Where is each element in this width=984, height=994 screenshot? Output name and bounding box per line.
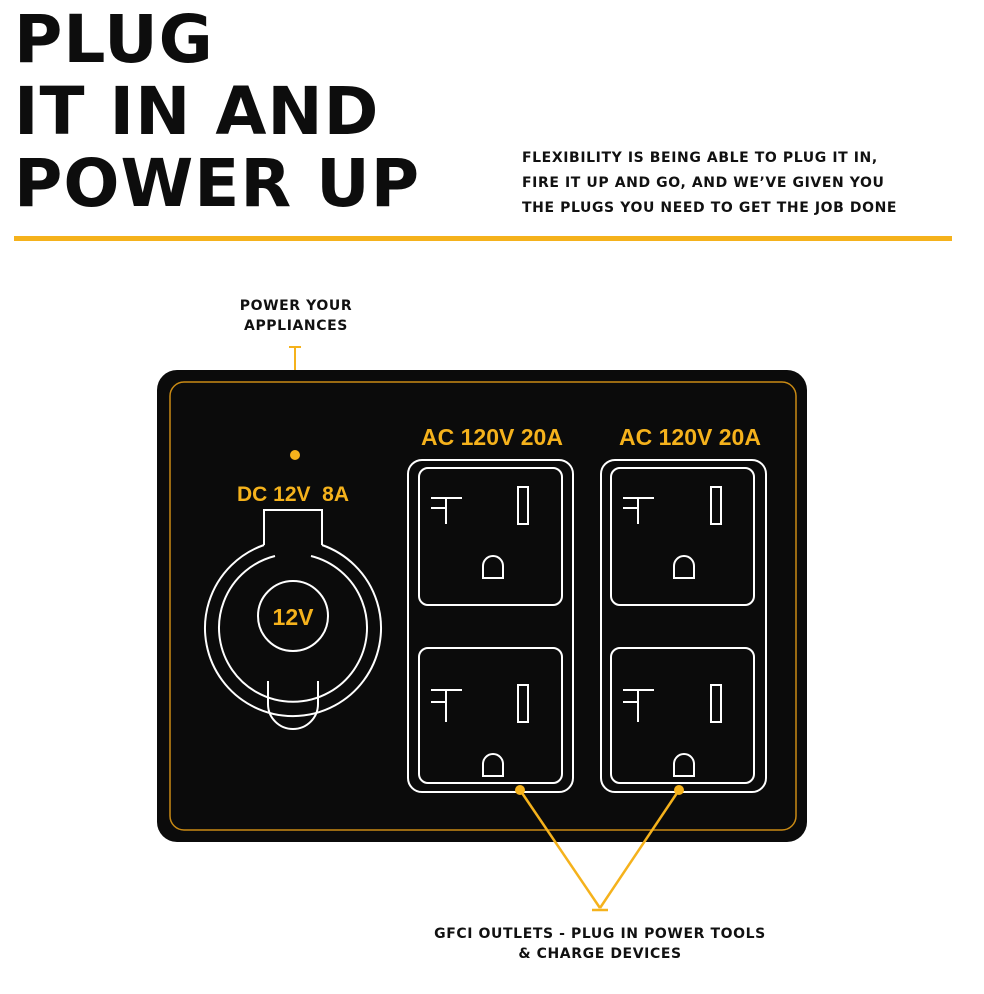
gfci-leader-dot-left	[515, 785, 525, 795]
headline-line-3: POWER UP	[14, 145, 421, 222]
ac-outlet-icon	[610, 647, 755, 784]
gfci-callout-line-1: GFCI OUTLETS - PLUG IN POWER TOOLS	[434, 926, 766, 942]
gfci-callout-line-2: & CHARGE DEVICES	[518, 946, 682, 962]
tagline-line-3: THE PLUGS YOU NEED TO GET THE JOB DONE	[522, 200, 898, 216]
gfci-callout: GFCI OUTLETS - PLUG IN POWER TOOLS & CHA…	[380, 924, 820, 964]
appliances-callout-line-2: APPLIANCES	[244, 318, 348, 334]
headline-line-2: IT IN AND	[14, 73, 380, 150]
headline-line-1: PLUG	[14, 1, 214, 78]
dc-12v-socket-icon	[204, 509, 382, 730]
ac-label-right: AC 120V 20A	[619, 424, 761, 450]
appliances-callout-line-1: POWER YOUR	[239, 298, 353, 314]
appliances-callout: POWER YOUR APPLIANCES	[196, 296, 396, 336]
appliances-leader-dot	[290, 450, 300, 460]
ac-outlet-icon	[418, 647, 563, 784]
tagline: FLEXIBILITY IS BEING ABLE TO PLUG IT IN,…	[522, 146, 897, 221]
gfci-leader	[518, 789, 681, 912]
gfci-leader-dot-right	[674, 785, 684, 795]
ac-outlet-icon	[418, 467, 563, 606]
tagline-line-1: FLEXIBILITY IS BEING ABLE TO PLUG IT IN,	[522, 150, 878, 166]
dc-socket-label: 12V	[273, 604, 315, 630]
ac-outlet-icon	[610, 467, 755, 606]
accent-divider	[14, 236, 952, 241]
headline: PLUG IT IN AND POWER UP	[14, 4, 420, 220]
gfci-receptacle-left	[407, 459, 574, 793]
dc-label: DC 12V 8A	[237, 483, 349, 506]
ac-label-left: AC 120V 20A	[421, 424, 563, 450]
tagline-line-2: FIRE IT UP AND GO, AND WE’VE GIVEN YOU	[522, 175, 885, 191]
panel-inner-border	[169, 381, 797, 831]
